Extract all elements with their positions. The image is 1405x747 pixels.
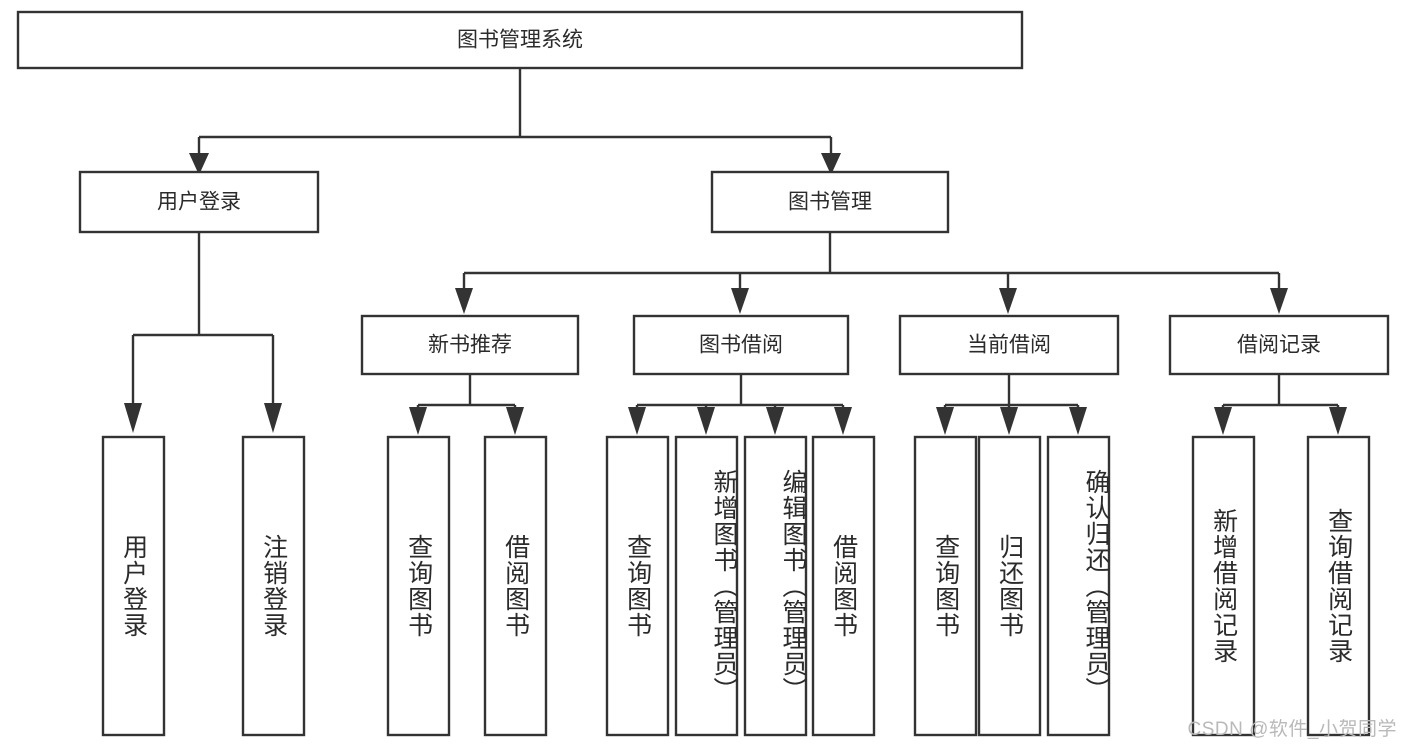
node-current-borrow-label: 当前借阅 [967,334,1051,357]
connector-book-management-to-level3 [455,232,1288,314]
leaf-box-confirm-return-admin[interactable] [1046,435,1111,737]
arrow-down-icon [1329,407,1347,435]
node-book-borrow-label: 图书借阅 [699,334,783,357]
arrow-down-icon [409,407,427,435]
arrow-down-icon [189,153,209,175]
leaf-box-query-book-recommend[interactable] [386,435,451,737]
node-book-management-box[interactable] [710,170,950,234]
node-user-login-label: 用户登录 [157,191,241,214]
arrow-down-icon [999,288,1017,314]
node-borrow-record-label: 借阅记录 [1237,334,1321,357]
arrow-down-icon [834,407,852,435]
node-current-borrow-box[interactable] [898,314,1120,376]
leaf-box-return-book[interactable] [977,435,1042,737]
arrow-down-icon [1270,288,1288,314]
arrow-down-icon [1000,407,1018,435]
arrow-down-icon [506,407,524,435]
arrow-down-icon [697,407,715,435]
arrow-down-icon [821,153,841,175]
node-new-book-recommend-box[interactable] [360,314,580,376]
arrow-down-icon [264,403,282,433]
leaf-box-query-book-borrow[interactable] [605,435,670,737]
leaf-box-logout[interactable] [241,435,306,737]
leaf-box-query-borrow-record[interactable] [1306,435,1371,737]
node-borrow-record[interactable]: 借阅记录 [1168,314,1390,376]
leaf-box-user-login[interactable] [101,435,166,737]
arrow-down-icon [124,403,142,433]
arrow-down-icon [1214,407,1232,435]
arrow-down-icon [766,407,784,435]
leaf-box-borrow-book[interactable] [811,435,876,737]
leaf-box-borrow-book-recommend[interactable] [483,435,548,737]
node-book-borrow-box[interactable] [632,314,850,376]
node-book-management-label: 图书管理 [788,191,872,214]
arrow-down-icon [1069,407,1087,435]
connector-current-borrow-to-leaves [936,374,1087,435]
node-user-login[interactable]: 用户登录 [78,170,320,234]
arrow-down-icon [455,288,473,314]
arrow-down-icon [731,288,749,314]
arrow-down-icon [936,407,954,435]
node-new-book-recommend[interactable]: 新书推荐 [360,314,580,376]
node-root[interactable]: 图书管理系统 [16,10,1024,70]
csdn-watermark: CSDN @软件_小贺同学 [1187,719,1397,740]
node-root-label: 图书管理系统 [457,29,583,52]
connector-user-login-to-leaves [124,232,282,433]
node-book-borrow[interactable]: 图书借阅 [632,314,850,376]
node-borrow-record-box[interactable] [1168,314,1390,376]
leaf-box-query-book-current[interactable] [913,435,978,737]
connector-book-borrow-to-leaves [628,374,852,435]
node-root-box[interactable] [16,10,1024,70]
leaf-box-edit-book-admin[interactable] [743,435,808,737]
node-current-borrow[interactable]: 当前借阅 [898,314,1120,376]
node-book-management[interactable]: 图书管理 [710,170,950,234]
leaf-box-add-borrow-record[interactable] [1191,435,1256,737]
node-new-book-recommend-label: 新书推荐 [428,334,512,357]
connector-root-to-level2 [189,68,841,175]
leaf-box-add-book-admin[interactable] [674,435,739,737]
connector-new-book-recommend-to-leaves [409,374,524,435]
connector-borrow-record-to-leaves [1214,374,1347,435]
node-user-login-box[interactable] [78,170,320,234]
arrow-down-icon [628,407,646,435]
